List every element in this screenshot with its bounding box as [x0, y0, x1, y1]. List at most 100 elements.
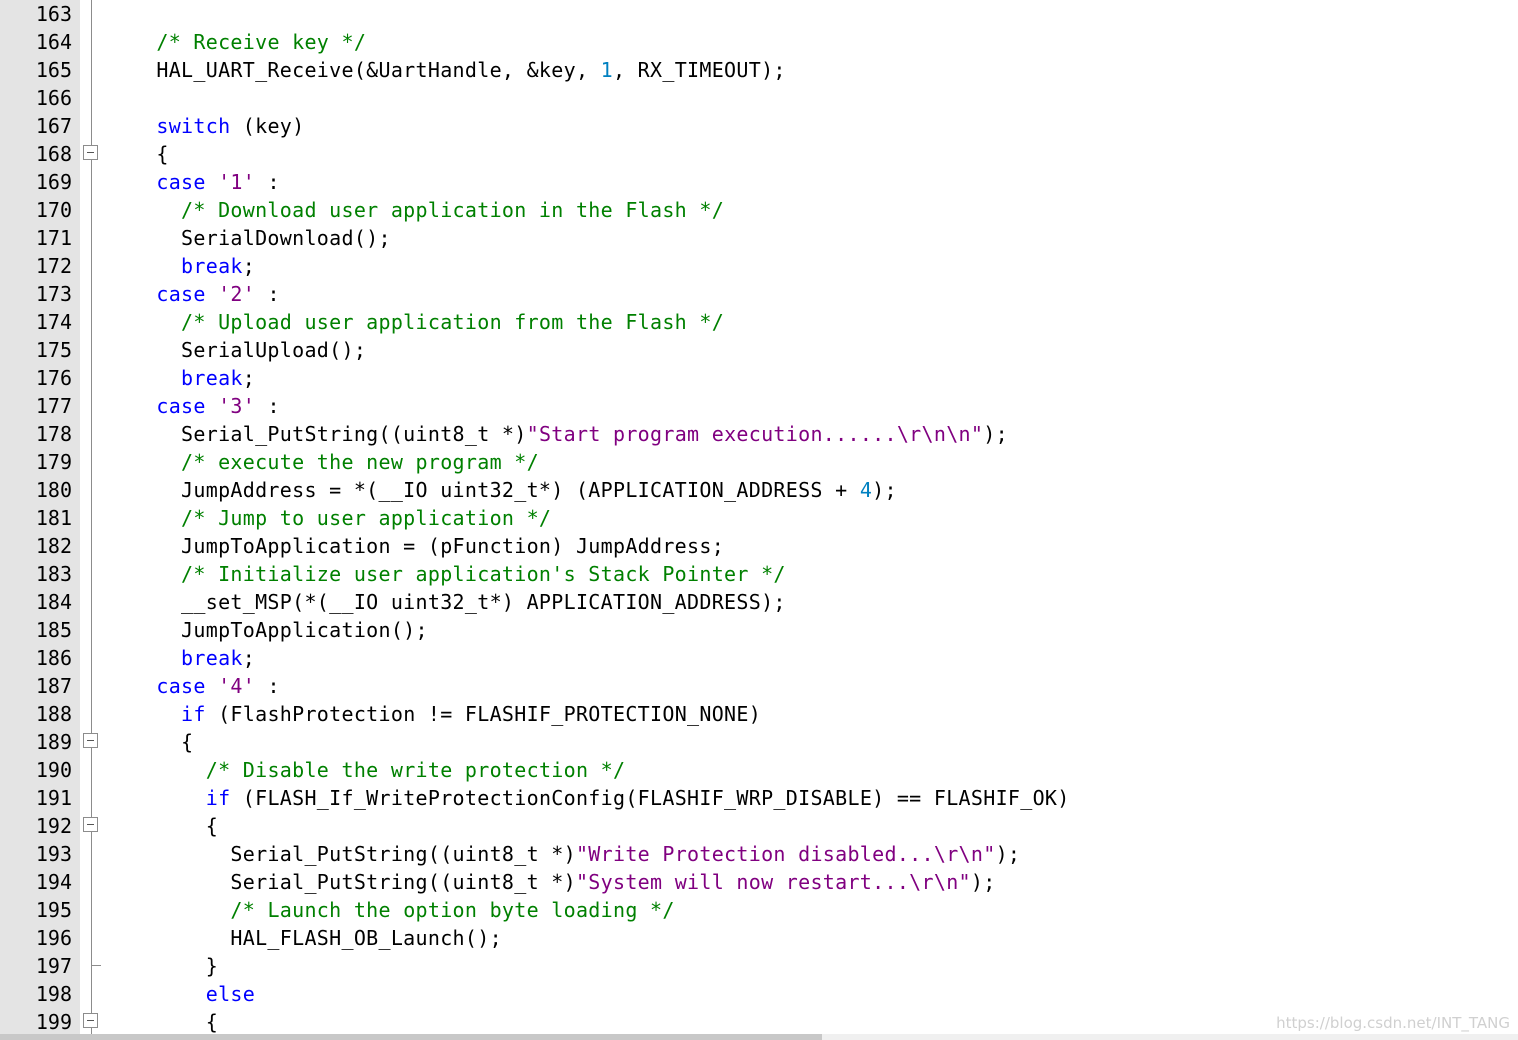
code-text[interactable]: { [107, 140, 169, 168]
code-text[interactable]: Serial_PutString((uint8_t *)"Start progr… [107, 420, 1008, 448]
code-line[interactable]: 198 else [0, 980, 1518, 1008]
code-text[interactable]: /* Receive key */ [107, 28, 366, 56]
code-text[interactable]: Serial_PutString((uint8_t *)"System will… [107, 868, 996, 896]
code-text[interactable]: /* Initialize user application's Stack P… [107, 560, 786, 588]
code-text[interactable]: JumpToApplication = (pFunction) JumpAddr… [107, 532, 724, 560]
code-text[interactable]: break; [107, 644, 255, 672]
code-line[interactable]: 196 HAL_FLASH_OB_Launch(); [0, 924, 1518, 952]
code-token-comment: /* Download user application in the Flas… [181, 198, 725, 222]
code-line[interactable]: 195 /* Launch the option byte loading */ [0, 896, 1518, 924]
code-text[interactable]: JumpToApplication(); [107, 616, 428, 644]
code-text[interactable]: else [107, 980, 255, 1008]
code-text[interactable]: case '2' : [107, 280, 280, 308]
code-token-default [107, 786, 206, 810]
code-text[interactable]: { [107, 1008, 218, 1034]
code-line[interactable]: 177 case '3' : [0, 392, 1518, 420]
code-line[interactable]: 189 { [0, 728, 1518, 756]
code-line[interactable]: 192 { [0, 812, 1518, 840]
code-token-default [107, 30, 156, 54]
code-text[interactable]: /* Download user application in the Flas… [107, 196, 724, 224]
code-text[interactable]: break; [107, 364, 255, 392]
code-text[interactable]: } [107, 952, 218, 980]
line-number: 173 [35, 282, 72, 306]
code-line[interactable]: 173 case '2' : [0, 280, 1518, 308]
fold-collapse-icon[interactable] [83, 733, 98, 748]
code-line[interactable]: 164 /* Receive key */ [0, 28, 1518, 56]
code-text[interactable]: { [107, 728, 193, 756]
code-line[interactable]: 184 __set_MSP(*(__IO uint32_t*) APPLICAT… [0, 588, 1518, 616]
code-text[interactable]: HAL_FLASH_OB_Launch(); [107, 924, 502, 952]
line-number: 177 [35, 394, 72, 418]
code-line[interactable]: 194 Serial_PutString((uint8_t *)"System … [0, 868, 1518, 896]
code-text[interactable]: if (FLASH_If_WriteProtectionConfig(FLASH… [107, 784, 1070, 812]
code-token-default: ); [872, 478, 897, 502]
code-line[interactable]: 179 /* execute the new program */ [0, 448, 1518, 476]
code-line[interactable]: 188 if (FlashProtection != FLASHIF_PROTE… [0, 700, 1518, 728]
code-line[interactable]: 199 { [0, 1008, 1518, 1034]
code-token-default [206, 282, 218, 306]
line-number: 196 [35, 926, 72, 950]
code-token-keyword: if [205, 786, 231, 810]
code-text[interactable]: SerialDownload(); [107, 224, 391, 252]
code-token-default: Serial_PutString((uint8_t *) [107, 422, 527, 446]
code-line[interactable]: 168 { [0, 140, 1518, 168]
code-line[interactable]: 176 break; [0, 364, 1518, 392]
code-text[interactable]: break; [107, 252, 255, 280]
code-token-number: 4 [859, 478, 873, 502]
code-text[interactable]: { [107, 812, 218, 840]
code-text[interactable]: /* execute the new program */ [107, 448, 539, 476]
code-line[interactable]: 165 HAL_UART_Receive(&UartHandle, &key, … [0, 56, 1518, 84]
code-line[interactable]: 190 /* Disable the write protection */ [0, 756, 1518, 784]
code-line[interactable]: 182 JumpToApplication = (pFunction) Jump… [0, 532, 1518, 560]
code-line[interactable]: 183 /* Initialize user application's Sta… [0, 560, 1518, 588]
code-text[interactable]: /* Jump to user application */ [107, 504, 551, 532]
code-text[interactable]: __set_MSP(*(__IO uint32_t*) APPLICATION_… [107, 588, 786, 616]
code-token-default: ; [242, 646, 256, 670]
code-text[interactable]: case '3' : [107, 392, 280, 420]
fold-collapse-icon[interactable] [83, 145, 98, 160]
code-line[interactable]: 193 Serial_PutString((uint8_t *)"Write P… [0, 840, 1518, 868]
code-line[interactable]: 187 case '4' : [0, 672, 1518, 700]
code-token-default: ); [995, 842, 1021, 866]
code-text[interactable]: HAL_UART_Receive(&UartHandle, &key, 1, R… [107, 56, 786, 84]
code-token-default [107, 282, 156, 306]
code-line[interactable]: 191 if (FLASH_If_WriteProtectionConfig(F… [0, 784, 1518, 812]
code-text[interactable]: switch (key) [107, 112, 304, 140]
code-line[interactable]: 178 Serial_PutString((uint8_t *)"Start p… [0, 420, 1518, 448]
code-line[interactable]: 185 JumpToApplication(); [0, 616, 1518, 644]
code-line[interactable]: 186 break; [0, 644, 1518, 672]
code-text[interactable]: SerialUpload(); [107, 336, 366, 364]
code-line[interactable]: 163 [0, 0, 1518, 28]
code-text[interactable]: JumpAddress = *(__IO uint32_t*) (APPLICA… [107, 476, 897, 504]
code-text[interactable]: case '4' : [107, 672, 280, 700]
code-text[interactable]: case '1' : [107, 168, 280, 196]
code-token-default: ; [242, 254, 256, 278]
code-line[interactable]: 166 [0, 84, 1518, 112]
line-number: 180 [35, 478, 72, 502]
horizontal-scrollbar-thumb[interactable] [0, 1034, 822, 1040]
code-token-default [107, 198, 181, 222]
fold-margin[interactable] [80, 0, 104, 1034]
code-line[interactable]: 169 case '1' : [0, 168, 1518, 196]
code-text[interactable]: /* Launch the option byte loading */ [107, 896, 675, 924]
code-line[interactable]: 171 SerialDownload(); [0, 224, 1518, 252]
code-line[interactable]: 172 break; [0, 252, 1518, 280]
code-text[interactable]: if (FlashProtection != FLASHIF_PROTECTIO… [107, 700, 761, 728]
code-line[interactable]: 197 } [0, 952, 1518, 980]
code-line[interactable]: 181 /* Jump to user application */ [0, 504, 1518, 532]
code-line[interactable]: 174 /* Upload user application from the … [0, 308, 1518, 336]
code-text[interactable]: Serial_PutString((uint8_t *)"Write Prote… [107, 840, 1020, 868]
code-token-default: : [255, 394, 280, 418]
code-line[interactable]: 167 switch (key) [0, 112, 1518, 140]
code-text[interactable]: /* Upload user application from the Flas… [107, 308, 724, 336]
fold-collapse-icon[interactable] [83, 1013, 98, 1028]
code-line[interactable]: 175 SerialUpload(); [0, 336, 1518, 364]
line-number: 197 [35, 954, 72, 978]
fold-collapse-icon[interactable] [83, 817, 98, 832]
code-line[interactable]: 170 /* Download user application in the … [0, 196, 1518, 224]
code-text[interactable]: /* Disable the write protection */ [107, 756, 625, 784]
code-line[interactable]: 180 JumpAddress = *(__IO uint32_t*) (APP… [0, 476, 1518, 504]
code-token-default [107, 366, 181, 390]
